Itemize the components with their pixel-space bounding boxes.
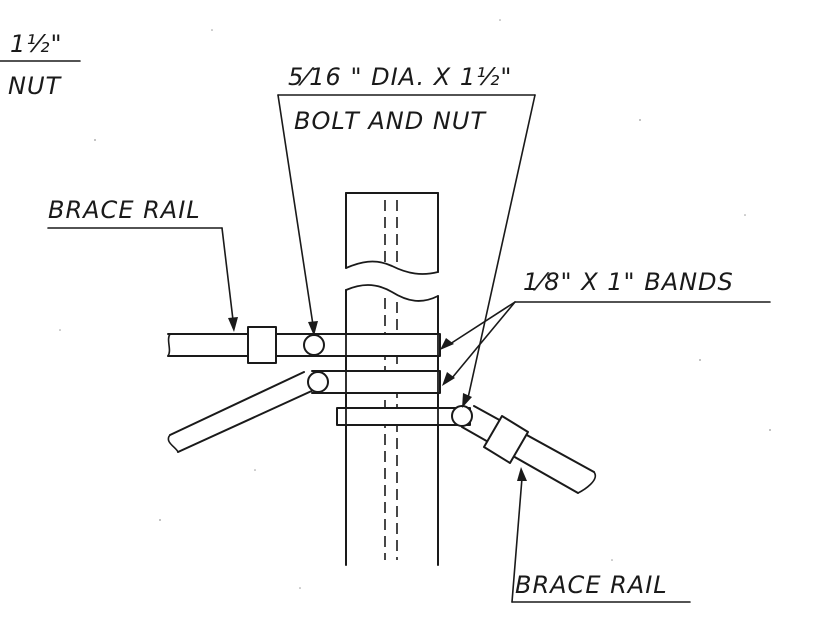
arrowhead-brace-rail-lower [517,467,527,481]
bolt-size-label: 5⁄16 " DIA. X 1½" [288,63,512,91]
bands-label: 1⁄8" X 1" BANDS [523,268,734,296]
rail-end-clamp-lower [483,415,529,464]
nut-word-label: NUT [8,72,63,100]
brace-rail-lower-label: BRACE RAIL [515,571,668,599]
arrowhead-bands-lower [442,372,455,386]
middle-band [311,370,441,394]
brace-rail-diagonal-right [461,405,597,494]
leader-brace-rail-lower [511,477,523,603]
bolt-and-nut-label: BOLT AND NUT [294,107,487,135]
brace-rail-upper [167,333,305,357]
rail-end-clamp-upper [247,326,277,364]
bolt-lower [451,405,473,427]
post-break-line-upper [345,260,439,275]
leader-bands-upper [449,301,516,345]
lower-band [336,407,471,426]
brace-rail-diagonal-left [167,371,317,453]
brace-rail-upper-label: BRACE RAIL [48,196,201,224]
upper-band [303,333,441,357]
leader-bolt-right [467,94,536,399]
arrowhead-bolt-right [462,393,472,408]
arrowhead-bands-upper [440,338,454,350]
post-break-line-lower [345,284,439,302]
arrowhead-brace-rail-upper [228,317,238,332]
arrowhead-bolt-left [308,321,318,336]
bolt-upper [303,334,325,356]
bolt-middle [307,371,329,393]
leader-brace-rail-upper [221,227,234,321]
nut-size-label: 1½" [10,30,63,58]
leader-bands-lower [451,301,516,379]
leader-bolt-left [277,94,314,326]
paper-specks [59,19,771,589]
